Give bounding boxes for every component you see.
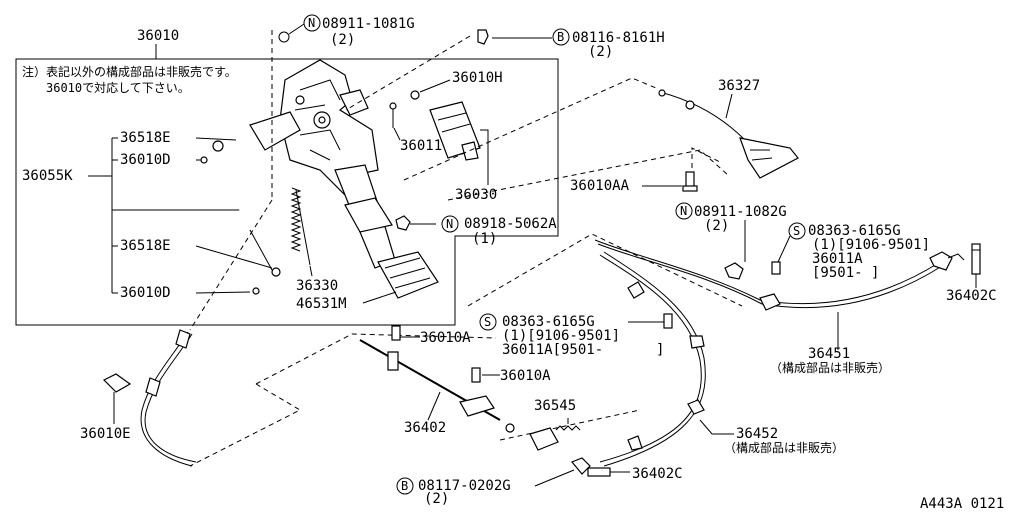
fastener-n-mid: N 08918-5062A (1)	[395, 215, 557, 247]
label-36010A-1: 36010A	[420, 330, 471, 346]
label-36451: 36451	[808, 346, 850, 362]
bolt-36010A-2	[471, 367, 500, 383]
label-36010E: 36010E	[80, 426, 131, 442]
svg-text:]: ]	[656, 342, 664, 358]
label-46531M: 46531M	[296, 296, 347, 312]
label-36327: 36327	[718, 78, 760, 94]
svg-text:N: N	[680, 204, 687, 218]
svg-text:(1)[9106-9501]: (1)[9106-9501]	[812, 237, 930, 253]
assembly-box	[15, 58, 559, 326]
fastener-b-bottom: B 08117-0202G (2)	[396, 469, 575, 507]
svg-text:B: B	[401, 479, 408, 493]
svg-text:08911-1081G: 08911-1081G	[322, 16, 415, 32]
gas-strut	[200, 140, 281, 295]
svg-text:S: S	[793, 224, 800, 238]
rear-cable-36452	[571, 251, 706, 475]
label-36402: 36402	[404, 420, 446, 436]
brake-switch	[389, 90, 481, 161]
label-36010D-bot: 36010D	[120, 285, 171, 301]
svg-text:B: B	[557, 30, 564, 44]
note-line-2: 36010で対応して下さい。	[46, 81, 190, 95]
svg-text:(2): (2)	[704, 218, 729, 234]
bolt-36010A-1	[391, 325, 420, 341]
label-36330: 36330	[296, 278, 338, 294]
fastener-s-mid: S 08363-6165G (1)[9106-9501] 36011A[9501…	[479, 313, 673, 358]
svg-text:(2): (2)	[588, 44, 613, 60]
label-36402C-bottom: 36402C	[632, 466, 683, 482]
svg-text:36011A: 36011A	[812, 251, 863, 267]
svg-text:(2): (2)	[330, 32, 355, 48]
label-36010D-top: 36010D	[120, 152, 171, 168]
note-36452: （構成部品は非販売）	[724, 440, 844, 455]
label-36011: 36011	[400, 138, 442, 154]
spring-36545	[555, 418, 581, 431]
svg-text:08363-6165G: 08363-6165G	[808, 223, 901, 239]
label-36055K: 36055K	[22, 168, 73, 184]
pedal-assembly	[249, 59, 439, 299]
svg-text:[9501- ]: [9501- ]	[812, 265, 879, 281]
label-36010AA: 36010AA	[570, 178, 630, 194]
bolt-36010AA	[682, 171, 698, 192]
svg-text:08363-6165G: 08363-6165G	[502, 314, 595, 330]
bolt-36402C-right	[971, 243, 981, 275]
svg-text:N: N	[308, 16, 315, 30]
label-36545: 36545	[534, 398, 576, 414]
svg-text:N: N	[446, 217, 453, 231]
svg-text:S: S	[484, 315, 491, 329]
svg-text:08117-0202G: 08117-0202G	[418, 478, 511, 494]
fastener-n-top: N 08911-1081G (2)	[278, 14, 415, 48]
return-spring	[290, 187, 311, 266]
label-36010H: 36010H	[452, 70, 503, 86]
note-36451: （構成部品は非販売）	[770, 360, 890, 375]
svg-text:08911-1082G: 08911-1082G	[694, 204, 787, 220]
label-36518E-top: 36518E	[120, 130, 171, 146]
front-cable-36010E	[102, 329, 197, 467]
label-36402C-right: 36402C	[946, 288, 997, 304]
fastener-b-top: B 08116-8161H (2)	[477, 28, 665, 60]
bolt-36402C-bottom	[587, 467, 630, 477]
svg-text:08918-5062A: 08918-5062A	[464, 216, 557, 232]
fastener-n-right: N 08911-1082G (2)	[675, 202, 787, 280]
svg-text:36011A[9501-: 36011A[9501-	[502, 342, 603, 358]
rod-36402	[359, 339, 559, 451]
label-36010: 36010	[137, 28, 179, 44]
svg-text:(1)[9106-9501]: (1)[9106-9501]	[502, 328, 620, 344]
label-36452: 36452	[736, 426, 778, 442]
label-36518E-mid: 36518E	[120, 238, 171, 254]
figure-code: A443A 0121	[920, 496, 1004, 512]
label-36010A-2: 36010A	[500, 368, 551, 384]
svg-text:08116-8161H: 08116-8161H	[572, 30, 665, 46]
label-36030: 36030	[455, 187, 497, 203]
svg-text:(2): (2)	[424, 491, 449, 507]
front-cable-36327	[658, 89, 799, 179]
svg-text:(1): (1)	[472, 231, 497, 247]
note-line-1: 注）表記以外の構成部品は非販売です。	[22, 64, 237, 79]
fastener-s-right: S 08363-6165G (1)[9106-9501] 36011A [950…	[771, 222, 930, 281]
